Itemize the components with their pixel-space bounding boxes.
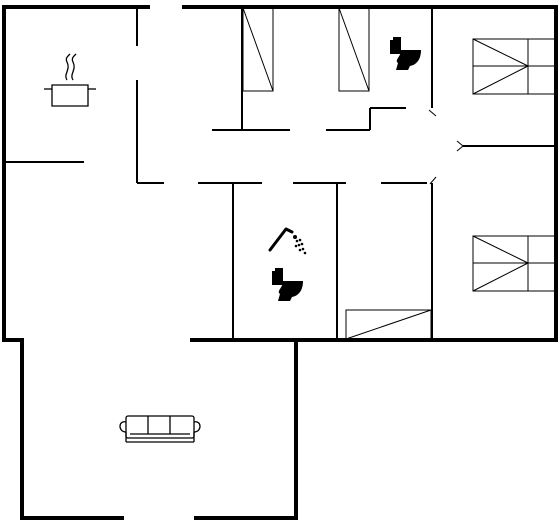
interior-walls xyxy=(4,7,556,340)
wardrobe-1 xyxy=(242,7,274,92)
toilet-icon xyxy=(390,37,421,70)
sofa-icon xyxy=(119,415,201,443)
shower-icon xyxy=(268,227,307,255)
bed-icon xyxy=(472,38,557,95)
door-swings xyxy=(428,109,464,185)
cooking-pot-icon xyxy=(44,53,96,107)
wardrobe-3 xyxy=(345,309,432,340)
bed-icon xyxy=(472,235,557,292)
wardrobe-2 xyxy=(338,7,370,92)
toilet-icon xyxy=(272,268,303,301)
